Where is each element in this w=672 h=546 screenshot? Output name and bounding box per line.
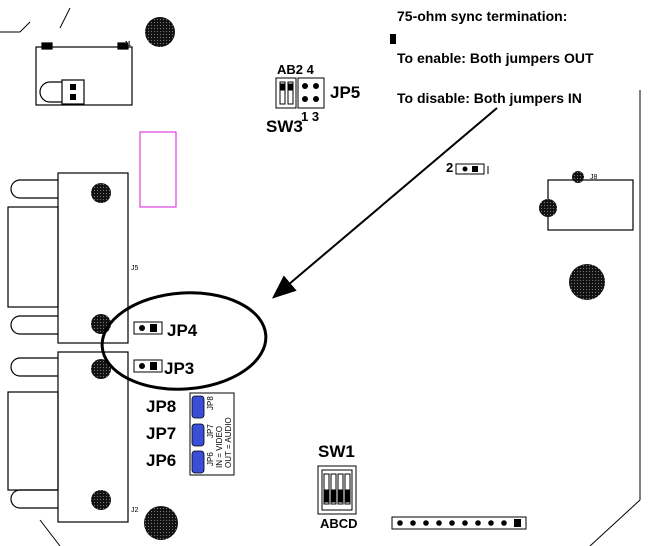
- sw1-positions: ABCD: [320, 516, 358, 531]
- sw3-label: SW3: [266, 117, 303, 136]
- mount-hole-icon: [91, 359, 111, 379]
- jp5-header: [297, 77, 325, 109]
- two-pin-header: [39, 79, 85, 105]
- jp6-small-label: JP6: [206, 452, 215, 466]
- j2-label: J2: [131, 507, 139, 514]
- jp3-header: [133, 359, 163, 373]
- note-disable: To disable: Both jumpers IN: [397, 90, 582, 106]
- mount-hole-icon: [539, 199, 557, 217]
- audio-video-jumpers: [189, 392, 235, 476]
- j2-connector: [7, 351, 129, 523]
- pin-marker-label: 2: [446, 160, 453, 175]
- j8-label: J8: [590, 174, 598, 181]
- mount-hole-icon: [144, 506, 178, 540]
- jp7-label: JP7: [146, 424, 176, 443]
- mount-hole-icon: [91, 490, 111, 510]
- mount-hole-icon: [91, 183, 111, 203]
- jp5-bottom-pins: 1 3: [301, 109, 319, 124]
- magenta-footprint: [139, 131, 177, 208]
- jp4-header: [133, 321, 163, 335]
- jp3-label: JP3: [164, 359, 194, 378]
- jp8-label: JP8: [146, 397, 176, 416]
- jp7-small-label: JP7: [206, 424, 215, 438]
- jp5-label: JP5: [330, 83, 360, 102]
- video-note: IN = VIDEO: [215, 426, 224, 468]
- j1-connector: [35, 42, 133, 106]
- jp5-top-pins: AB2 4: [277, 62, 315, 77]
- mount-hole-icon: [145, 17, 175, 47]
- j1-label: J1: [124, 41, 132, 48]
- j8-connector: [547, 179, 634, 231]
- jp4-label: JP4: [167, 321, 198, 340]
- audio-note: OUT = AUDIO: [224, 417, 233, 468]
- sw1-dip-switch: [317, 465, 357, 515]
- highlight-ellipse: [100, 291, 268, 391]
- pin-header-strip: [391, 516, 527, 530]
- arrow-icon: [271, 107, 498, 299]
- small-header-top: [390, 34, 396, 44]
- sw1-label: SW1: [318, 442, 355, 461]
- jp6-label: JP6: [146, 451, 176, 470]
- j5-label: J5: [131, 265, 139, 272]
- note-enable: To enable: Both jumpers OUT: [397, 50, 594, 66]
- jp8-small-label: JP8: [206, 396, 215, 410]
- mount-hole-icon: [572, 171, 584, 183]
- two-pin-header-mid: [455, 163, 489, 175]
- sw3-switch: [275, 77, 297, 109]
- j5-connector: [7, 172, 129, 344]
- note-title: 75-ohm sync termination:: [397, 8, 567, 24]
- board-outline: [0, 7, 641, 546]
- mount-hole-icon: [569, 264, 605, 300]
